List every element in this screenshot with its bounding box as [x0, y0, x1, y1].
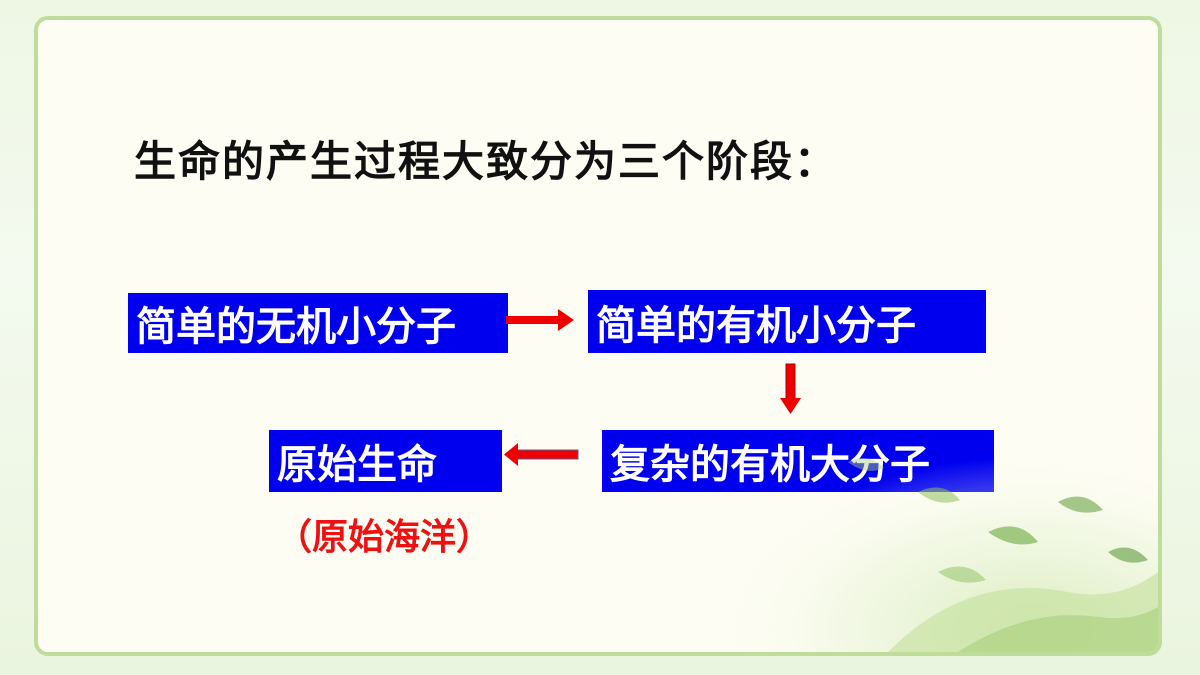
arrow-down-icon	[780, 363, 801, 414]
book-leaves-decoration	[738, 422, 1158, 652]
stage-inorganic-small-molecules: 简单的无机小分子	[128, 293, 508, 353]
slide-title: 生命的产生过程大致分为三个阶段：	[134, 137, 839, 186]
primitive-ocean-note: （原始海洋）	[276, 517, 493, 558]
arrow-left-icon	[504, 443, 579, 466]
slide-card: 生命的产生过程大致分为三个阶段： 简单的无机小分子 简单的有机小分子 复杂的有机…	[34, 16, 1162, 656]
stage-primitive-life: 原始生命	[269, 430, 502, 492]
arrow-right-icon	[506, 309, 574, 331]
stage-organic-small-molecules: 简单的有机小分子	[588, 290, 986, 353]
